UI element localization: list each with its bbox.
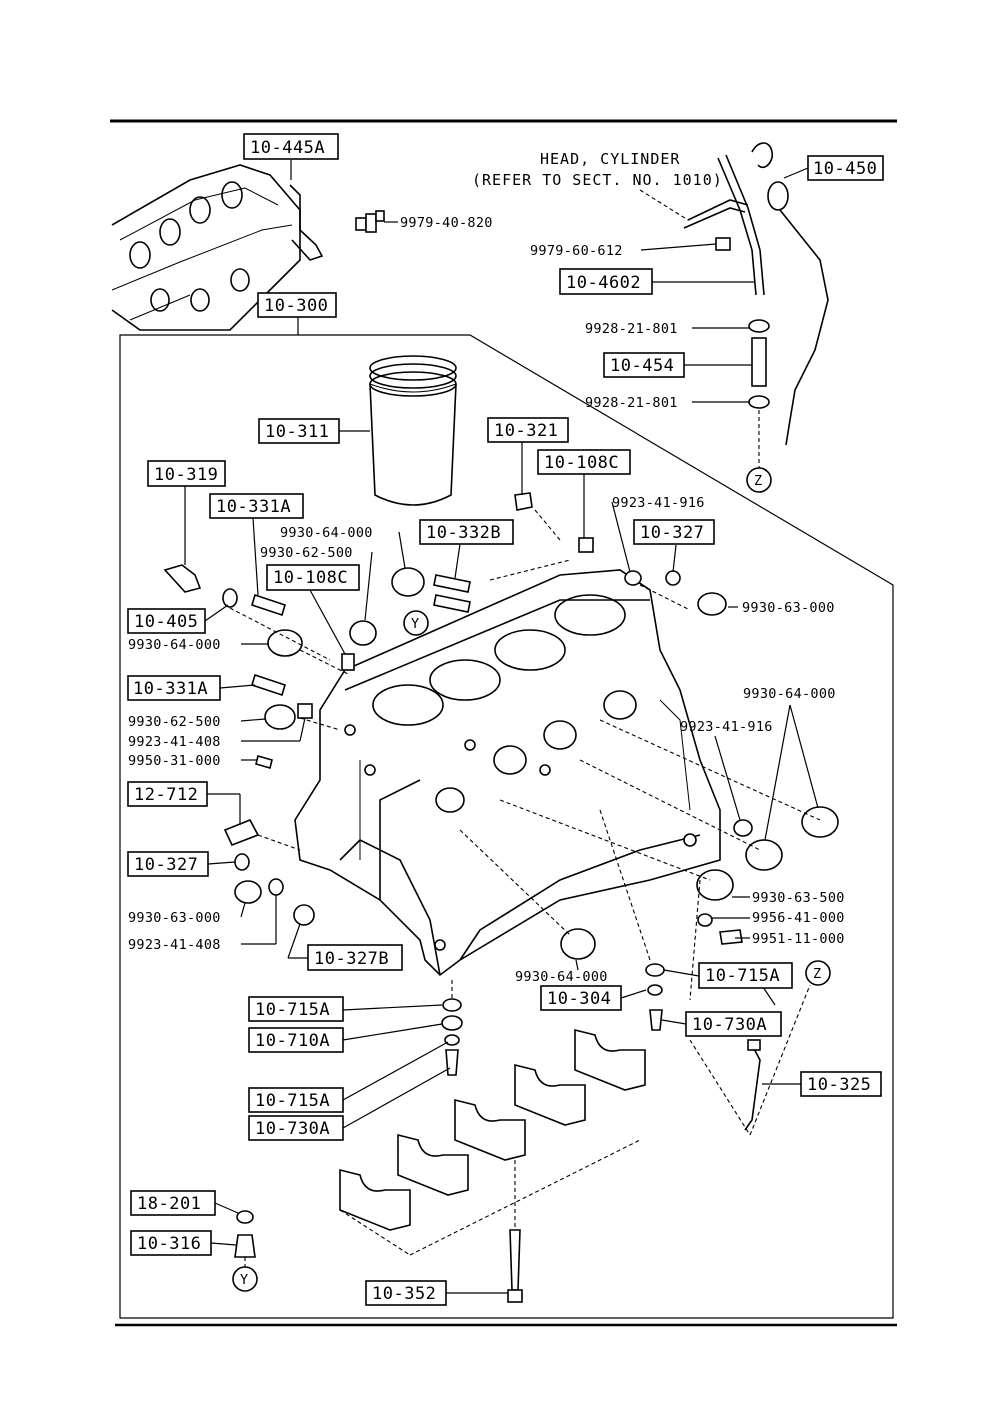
part-label-10-327-upper: 10-327 bbox=[640, 523, 704, 543]
part-label-10-319: 10-319 bbox=[154, 465, 218, 485]
cylinder-block-part bbox=[294, 569, 721, 977]
part-label-10-715A-lower: 10-715A bbox=[255, 1091, 330, 1111]
part-label-10-4602: 10-4602 bbox=[566, 273, 641, 293]
part-label-9950-31-000: 9950-31-000 bbox=[128, 753, 221, 769]
bolt-9979-40-820-part bbox=[355, 210, 385, 233]
left-side-small-parts bbox=[163, 492, 594, 926]
leader-lines bbox=[184, 160, 819, 1294]
part-label-9928-21-801-lower: 9928-21-801 bbox=[585, 395, 678, 411]
part-label-9951-11-000: 9951-11-000 bbox=[752, 931, 845, 947]
part-label-10-710A: 10-710A bbox=[255, 1031, 330, 1051]
header-title: HEAD, CYLINDER bbox=[540, 150, 680, 168]
svg-text:Y: Y bbox=[411, 616, 419, 632]
header-subtitle: (REFER TO SECT. NO. 1010) bbox=[472, 171, 723, 189]
part-label-9930-63-000-right: 9930-63-000 bbox=[742, 600, 835, 616]
part-label-9979-40-820: 9979-40-820 bbox=[400, 215, 493, 231]
part-label-9930-64-000-left: 9930-64-000 bbox=[128, 637, 221, 653]
part-label-12-712: 12-712 bbox=[134, 785, 198, 805]
part-label-10-327-lower: 10-327 bbox=[134, 855, 198, 875]
lower-left-small-parts bbox=[234, 998, 463, 1258]
part-label-10-405: 10-405 bbox=[134, 612, 198, 632]
part-label-10-454: 10-454 bbox=[610, 356, 674, 376]
part-label-9930-64-000-right: 9930-64-000 bbox=[743, 686, 836, 702]
cylinder-head-sketch bbox=[111, 164, 324, 331]
part-label-10-325: 10-325 bbox=[807, 1075, 871, 1095]
cylinder-liner-part bbox=[369, 355, 457, 506]
main-bearing-caps bbox=[339, 1028, 646, 1303]
right-side-small-parts bbox=[560, 570, 839, 1131]
part-label-10-304: 10-304 bbox=[547, 989, 611, 1009]
part-label-18-201: 18-201 bbox=[137, 1194, 201, 1214]
part-label-10-730A-right: 10-730A bbox=[692, 1015, 767, 1035]
callout-boxes bbox=[127, 133, 884, 1306]
part-label-9930-62-500-upper: 9930-62-500 bbox=[260, 545, 353, 561]
svg-text:Z: Z bbox=[754, 473, 762, 489]
svg-text:Y: Y bbox=[240, 1272, 248, 1288]
guide-lines bbox=[229, 509, 821, 1268]
part-label-10-311: 10-311 bbox=[265, 422, 329, 442]
part-label-10-715A-right: 10-715A bbox=[705, 966, 780, 986]
svg-text:Z: Z bbox=[813, 966, 821, 982]
part-label-10-332B: 10-332B bbox=[426, 523, 501, 543]
part-label-9956-41-000: 9956-41-000 bbox=[752, 910, 845, 926]
part-label-9930-62-500-lower: 9930-62-500 bbox=[128, 714, 221, 730]
part-label-10-316: 10-316 bbox=[137, 1234, 201, 1254]
part-label-10-327B: 10-327B bbox=[314, 949, 389, 969]
part-label-9930-64-000-lower: 9930-64-000 bbox=[515, 969, 608, 985]
ref-marker: Y bbox=[232, 1266, 258, 1292]
part-label-10-445A: 10-445A bbox=[250, 138, 325, 158]
ref-marker: Z bbox=[746, 467, 772, 493]
part-label-10-321: 10-321 bbox=[494, 421, 558, 441]
part-label-10-300: 10-300 bbox=[264, 296, 328, 316]
part-label-9930-64-000-upper: 9930-64-000 bbox=[280, 525, 373, 541]
part-label-10-331A-lower: 10-331A bbox=[133, 679, 208, 699]
part-label-10-730A-lower: 10-730A bbox=[255, 1119, 330, 1139]
dipstick-assembly bbox=[639, 142, 829, 470]
part-label-9979-60-612: 9979-60-612 bbox=[530, 243, 623, 259]
part-label-10-108C-lower: 10-108C bbox=[273, 568, 348, 588]
assembly-frame bbox=[119, 334, 894, 1319]
part-label-9923-41-916-upper: 9923-41-916 bbox=[612, 495, 705, 511]
part-label-10-108C-upper: 10-108C bbox=[544, 453, 619, 473]
part-label-9923-41-916-lower: 9923-41-916 bbox=[680, 719, 773, 735]
part-label-9928-21-801-upper: 9928-21-801 bbox=[585, 321, 678, 337]
part-label-10-715A-upper: 10-715A bbox=[255, 1000, 330, 1020]
part-label-10-450: 10-450 bbox=[813, 159, 877, 179]
part-label-9923-41-408-lower: 9923-41-408 bbox=[128, 937, 221, 953]
part-label-10-331A-upper: 10-331A bbox=[216, 497, 291, 517]
part-label-9923-41-408-upper: 9923-41-408 bbox=[128, 734, 221, 750]
part-label-9930-63-000-left: 9930-63-000 bbox=[128, 910, 221, 926]
ref-marker: Y bbox=[403, 610, 429, 636]
part-label-9930-63-500: 9930-63-500 bbox=[752, 890, 845, 906]
ref-marker: Z bbox=[805, 960, 831, 986]
part-label-10-352: 10-352 bbox=[372, 1284, 436, 1304]
